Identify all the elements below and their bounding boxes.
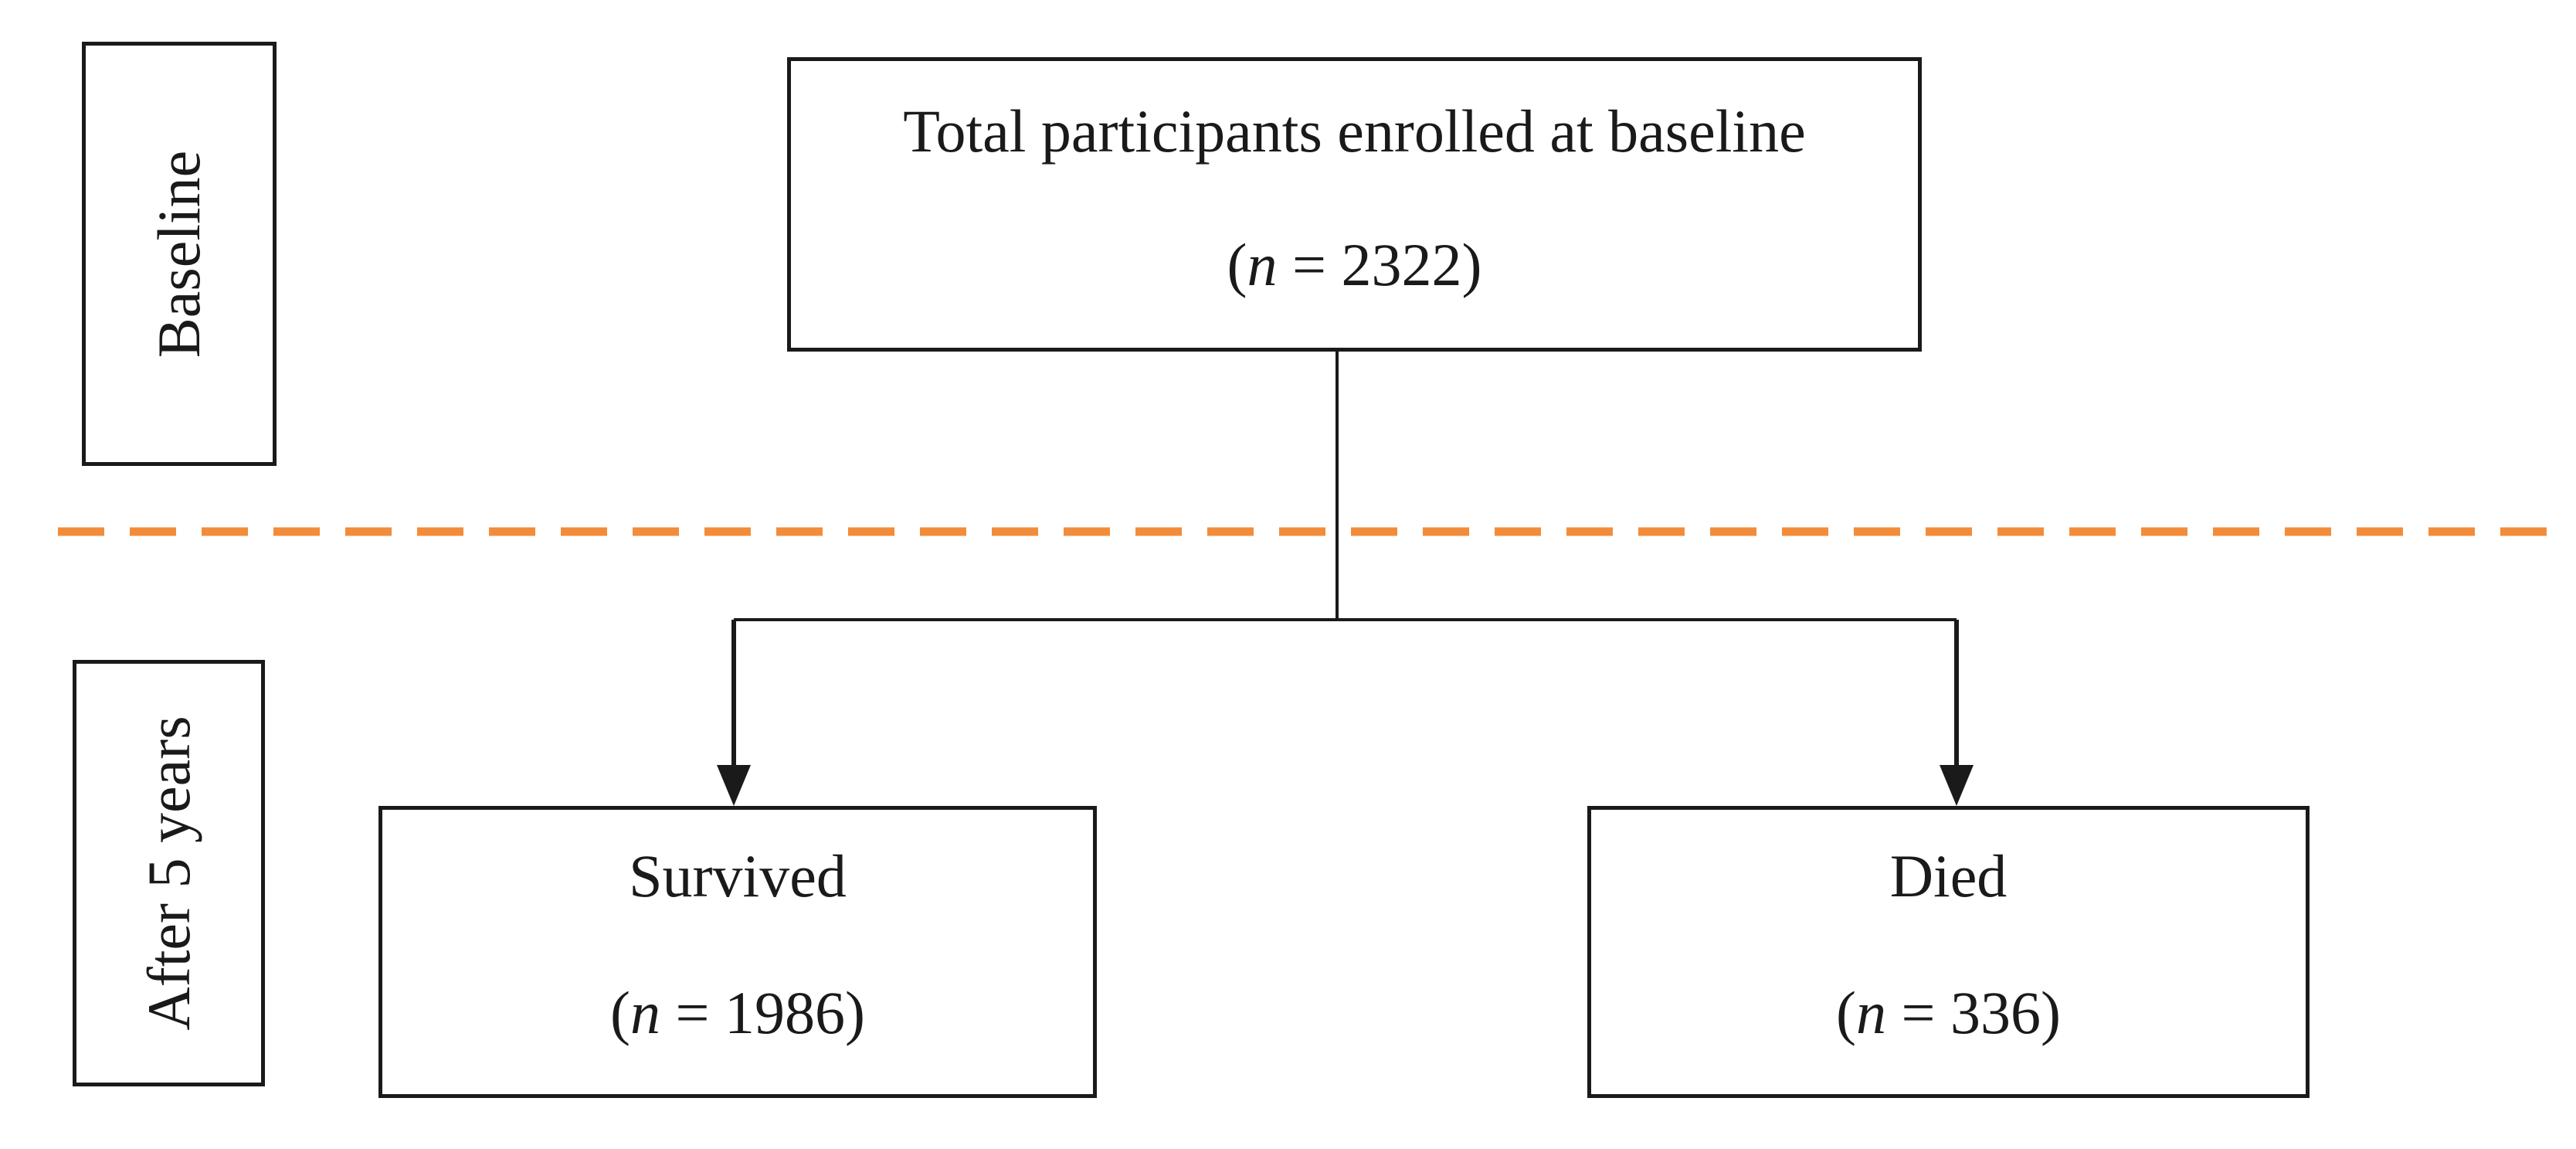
survived-title: Survived: [629, 842, 847, 909]
died-box: Died (n = 336): [1587, 806, 2310, 1098]
total-participants-count: (n = 2322): [791, 235, 1918, 295]
died-count-value: = 336): [1886, 979, 2061, 1046]
survived-count-open: (: [610, 979, 630, 1046]
after-phase-label: After 5 years: [134, 716, 202, 1031]
died-arrowhead: [1940, 765, 1974, 806]
died-title: Died: [1889, 842, 2008, 909]
died-count: (n = 336): [1591, 983, 2306, 1043]
total-participants-box: Total participants enrolled at baseline …: [787, 57, 1922, 352]
total-count-var: n: [1247, 231, 1278, 298]
total-count-open: (: [1227, 231, 1247, 298]
baseline-phase-box: Baseline: [82, 42, 277, 466]
after-phase-box: After 5 years: [73, 660, 265, 1086]
died-count-open: (: [1836, 979, 1856, 1046]
total-participants-title: Total participants enrolled at baseline: [903, 97, 1806, 165]
died-count-var: n: [1856, 979, 1886, 1046]
baseline-phase-label: Baseline: [145, 150, 212, 358]
survived-arrowhead: [717, 765, 751, 806]
survived-count-var: n: [630, 979, 660, 1046]
survived-count-value: = 1986): [660, 979, 865, 1046]
survived-count: (n = 1986): [382, 983, 1093, 1043]
total-count-value: = 2322): [1277, 231, 1482, 298]
survived-box: Survived (n = 1986): [378, 806, 1097, 1098]
